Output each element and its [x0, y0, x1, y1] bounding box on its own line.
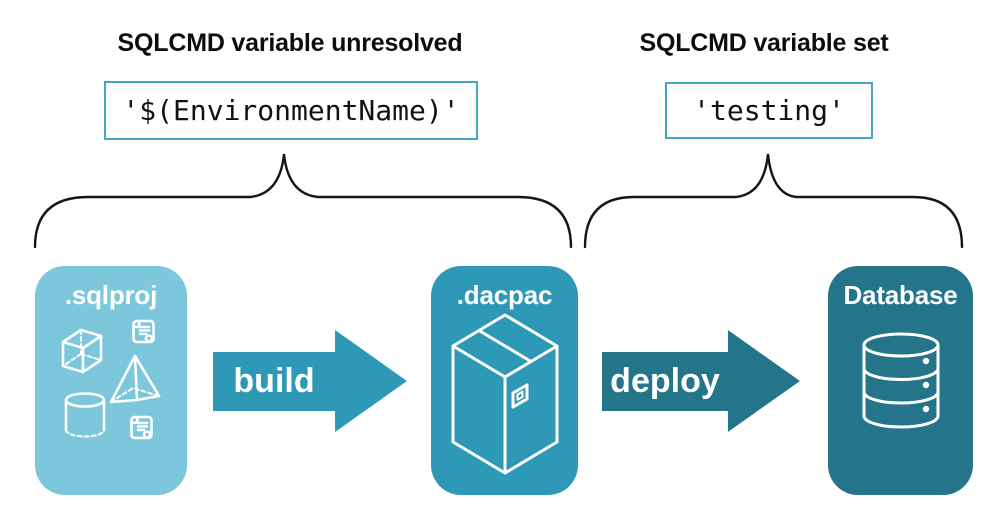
stage-label-sqlproj: .sqlproj — [64, 280, 158, 310]
build-arrow-label: build — [233, 361, 315, 400]
database-dot — [922, 405, 929, 413]
pyramid-icon — [109, 354, 161, 404]
code-box-environment-name: '$(EnvironmentName)' — [104, 81, 478, 140]
stage-card-database: Database — [828, 266, 973, 495]
scroll-icon — [132, 319, 155, 344]
stage-label-database: Database — [843, 280, 958, 310]
build-arrow: build — [213, 330, 407, 432]
left-brace — [33, 153, 573, 249]
stage-card-sqlproj: .sqlproj — [35, 266, 187, 495]
stage-label-dacpac: .dacpac — [456, 280, 553, 310]
deploy-arrow: deploy — [602, 330, 800, 432]
database-dot — [922, 381, 929, 389]
scroll-icon — [130, 415, 153, 440]
code-box-testing: 'testing' — [665, 82, 873, 139]
stage-card-dacpac: .dacpac — [431, 266, 578, 495]
right-brace — [583, 153, 964, 249]
sql-objects-icon — [61, 319, 161, 440]
cube-icon — [61, 328, 103, 374]
cylinder-icon — [64, 392, 106, 438]
deploy-arrow-label: deploy — [610, 361, 720, 400]
code-value-unresolved: '$(EnvironmentName)' — [122, 94, 460, 127]
heading-sqlcmd-set: SQLCMD variable set — [639, 29, 889, 57]
heading-sqlcmd-unresolved: SQLCMD variable unresolved — [117, 29, 463, 57]
database-dot — [922, 357, 929, 365]
database-icon — [862, 332, 939, 429]
code-value-set: 'testing' — [693, 94, 845, 127]
package-icon — [451, 313, 558, 475]
